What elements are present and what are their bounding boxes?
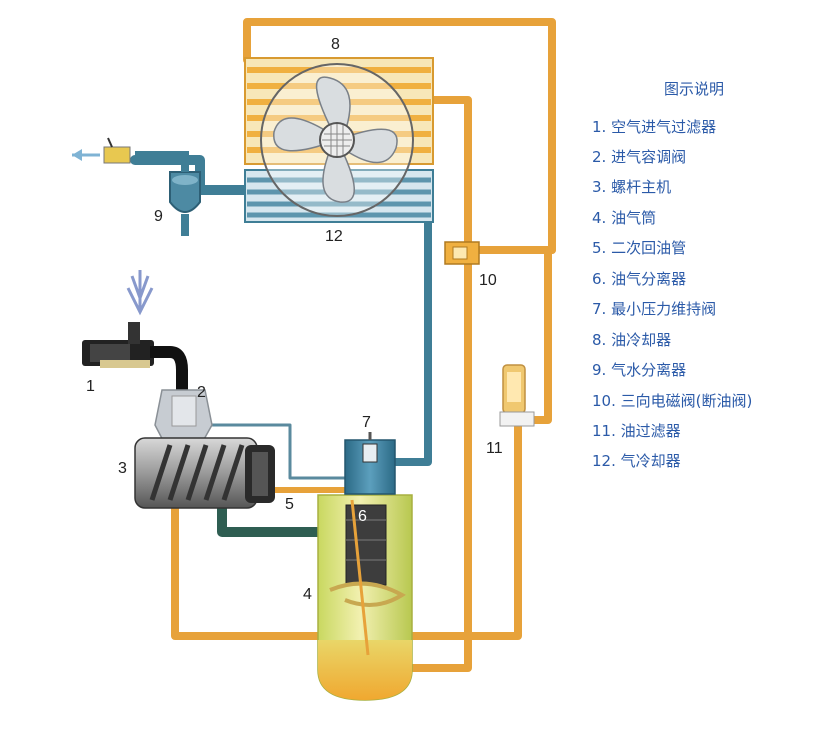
callout-7: 7 [362,414,371,431]
legend-item: 8. 油冷却器 [592,331,672,349]
callout-3: 3 [118,460,127,477]
legend-item: 1. 空气进气过滤器 [592,118,717,136]
callout-8: 8 [331,36,340,53]
intake-arrow [126,270,154,316]
legend-item: 9. 气水分离器 [592,361,687,379]
legend-item: 4. 油气筒 [592,209,657,227]
legend-item: 2. 进气容调阀 [592,148,687,166]
callout-12: 12 [325,228,343,245]
screw-compressor [134,437,275,509]
callout-11: 11 [486,440,503,457]
min-pressure-valve [344,432,396,495]
solenoid-valve [444,241,480,265]
callout-1: 1 [86,378,95,395]
callout-5: 5 [285,496,294,513]
fan [260,63,414,217]
legend-item: 10. 三向电磁阀(断油阀) [592,392,753,410]
intake-valve [154,389,213,451]
callout-9: 9 [154,208,163,225]
callout-2: 2 [197,384,206,401]
callout-6: 6 [358,508,367,525]
legend-item: 11. 油过滤器 [592,422,681,440]
callout-10: 10 [479,272,497,289]
water-separator [72,137,201,236]
callout-4: 4 [303,586,312,603]
air-filter [82,322,188,392]
legend-item: 5. 二次回油管 [592,239,687,257]
oil-tank [317,494,413,701]
legend-item: 6. 油气分离器 [592,270,687,288]
legend-item: 12. 气冷却器 [592,452,681,470]
legend-title: 图示说明 [664,80,725,98]
legend-item: 3. 螺杆主机 [592,178,672,196]
legend-item: 7. 最小压力维持阀 [592,300,717,318]
oil-filter [499,364,535,427]
